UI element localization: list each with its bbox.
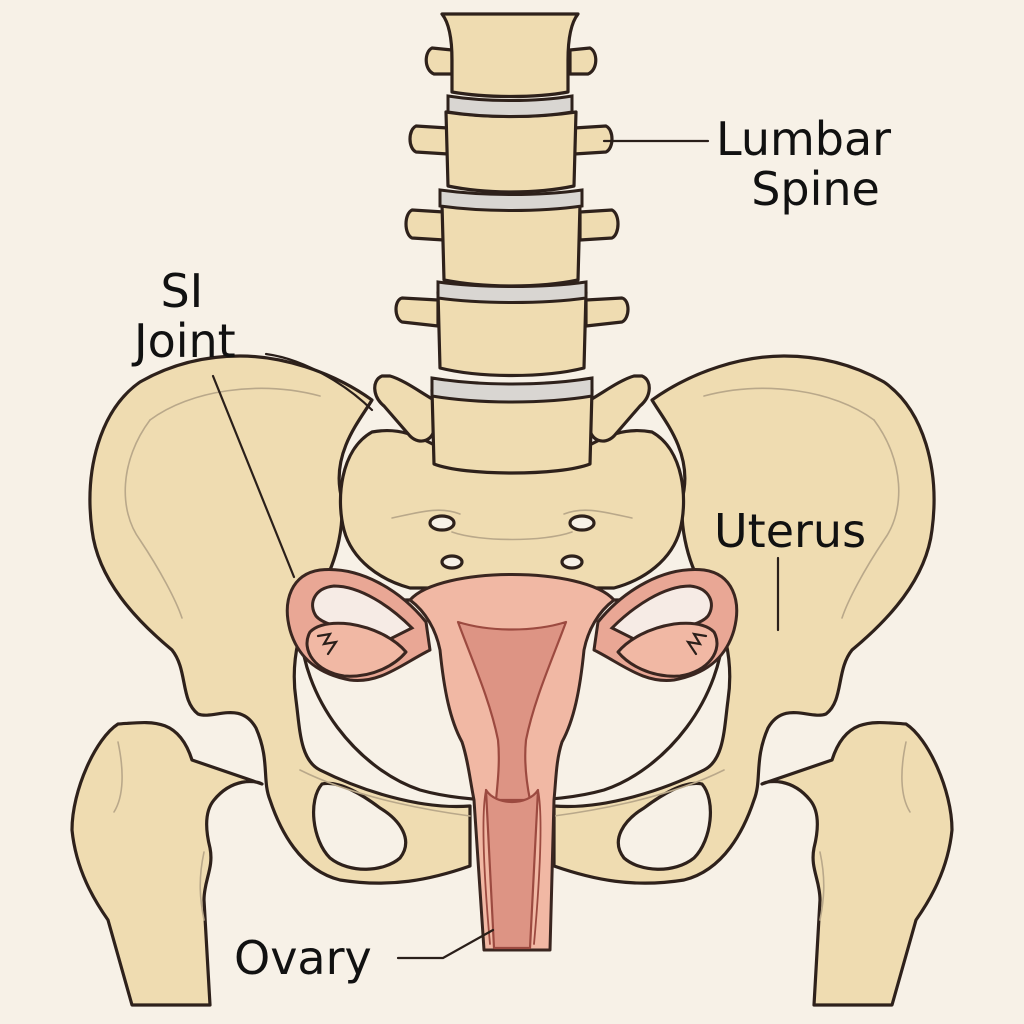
si-joint-label-line2: Joint: [134, 314, 236, 368]
left-adnexa: [285, 568, 432, 683]
cervical-canal: [484, 788, 540, 950]
si-joint-leader-line: [211, 374, 296, 579]
right-ovary: [616, 621, 719, 678]
si-joint-label-line1: SI: [160, 264, 204, 318]
intervertebral-disc: [430, 376, 594, 404]
sacral-foramen: [428, 514, 456, 532]
sacral-foramen: [560, 554, 584, 570]
left-femur: [70, 720, 264, 1007]
ovary-leader-line: [396, 928, 495, 960]
ovary-label: Ovary: [234, 931, 372, 985]
si-joint-label: SI Joint: [134, 266, 236, 366]
left-obturator-foramen: [311, 781, 408, 871]
sacral-foramen: [568, 514, 596, 532]
sacrum: [338, 429, 686, 590]
right-hip-bone: [552, 354, 936, 885]
right-adnexa: [592, 568, 739, 683]
uterus: [408, 573, 616, 952]
si-joint-ilium-arc: [264, 352, 374, 412]
uterus-label: Uterus: [714, 504, 867, 558]
left-ovary: [305, 621, 408, 678]
right-femur: [760, 720, 954, 1007]
intervertebral-disc: [438, 188, 584, 212]
right-obturator-foramen: [616, 781, 713, 871]
uterine-cavity: [456, 620, 568, 802]
sacral-foramen: [440, 554, 464, 570]
lumbar-vertebrae: [373, 12, 651, 475]
left-hip-bone: [88, 354, 472, 885]
lumbar-spine-label: Lumbar Spine: [716, 114, 891, 214]
intervertebral-disc: [446, 94, 574, 118]
lumbar-spine-label-line1: Lumbar: [716, 112, 892, 166]
lumbar-spine-label-line2: Spine: [751, 162, 880, 216]
